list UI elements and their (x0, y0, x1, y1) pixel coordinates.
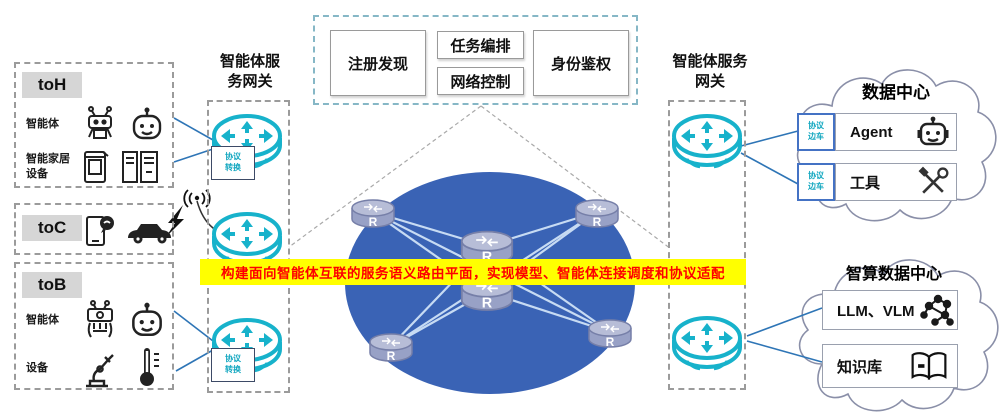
control-plane-box (313, 15, 638, 105)
dc-cloud-title: 数据中心 (862, 83, 930, 102)
tools-box: 工具 (835, 163, 957, 201)
robot-mech-icon (88, 106, 112, 139)
right-gateway-box (668, 100, 746, 390)
agent-box: Agent (835, 113, 957, 151)
protocol-sidecar-chip: 协议 边车 (797, 163, 835, 201)
llm-vlm-box: LLM、VLM (822, 290, 958, 330)
smart-appliance-icon (84, 151, 109, 183)
molecule-icon (920, 294, 954, 326)
protocol-sidecar-chip: 协议 边车 (797, 113, 835, 151)
svg-text:R: R (482, 296, 493, 312)
toh-devices-row: 智能家居设备 (26, 148, 160, 186)
robot-box-icon (87, 300, 113, 338)
task-orchestration-box: 任务编排 (437, 31, 524, 59)
tob-row2-label: 设备 (26, 361, 48, 374)
svg-text:R: R (593, 215, 602, 229)
tob-row1-label: 智能体 (26, 313, 59, 326)
aidc-cloud-title: 智算数据中心 (845, 266, 942, 283)
toh-agents-row: 智能体 (26, 104, 166, 144)
toc-group-box: toC (14, 203, 174, 255)
registration-discovery-box: 注册发现 (330, 30, 426, 96)
left-gateway-title: 智能体服 务网关 (219, 53, 280, 90)
mesh-router: R (588, 319, 632, 349)
tob-group-box: toB 智能体 设备 (14, 262, 174, 390)
knowledge-base-box: 知识库 (822, 344, 958, 388)
tob-devices-row: 设备 (26, 346, 164, 390)
protocol-converter-chip: 协议 转换 (211, 348, 255, 382)
robot-round-icon (132, 302, 162, 336)
toc-icons-row (82, 211, 174, 251)
identity-auth-box: 身份鉴权 (533, 30, 629, 96)
robot-arm-icon (86, 354, 114, 388)
mesh-router: R (369, 333, 413, 363)
toh-row1-label: 智能体 (26, 117, 59, 130)
car-icon (128, 224, 171, 244)
right-gateway-title: 智能体服务 网关 (672, 53, 748, 90)
headline-banner: 构建面向智能体互联的服务语义路由平面，实现模型、智能体连接调度和协议适配 (200, 259, 746, 285)
tob-agents-row: 智能体 (26, 298, 166, 342)
svg-text:R: R (606, 335, 615, 349)
mesh-router: R (575, 199, 619, 229)
open-book-icon (911, 352, 947, 381)
toh-group-box: toH 智能体 智能家居设备 (14, 62, 174, 188)
svg-text:R: R (369, 215, 378, 229)
tob-label: toB (22, 272, 83, 298)
network-control-box: 网络控制 (437, 67, 524, 95)
thermometer-icon (140, 348, 159, 386)
home-server-icon (122, 151, 158, 183)
protocol-converter-chip: 协议 转换 (211, 146, 255, 180)
hammer-wrench-icon (918, 166, 949, 194)
control-plane-projection-lines (288, 105, 672, 250)
left-gateway-box (207, 100, 290, 393)
toc-label: toC (22, 215, 83, 241)
toh-label: toH (22, 72, 83, 98)
agent-robot-icon (917, 116, 949, 146)
toh-row2-label: 智能家居设备 (26, 153, 70, 180)
mesh-router: R (351, 199, 395, 229)
phone-chat-icon (86, 216, 114, 246)
svg-text:R: R (387, 349, 396, 363)
robot-round-icon (132, 107, 162, 140)
